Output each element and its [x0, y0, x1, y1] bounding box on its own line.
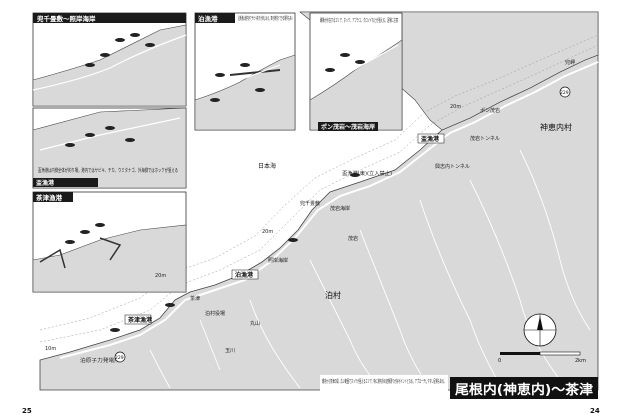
inset-title: 盃漁港 — [36, 179, 55, 187]
svg-text:2km: 2km — [575, 358, 586, 364]
fish-icon — [110, 173, 360, 332]
inset-note: 盃漁港は内側全体が釣り場。港内ではサビキ、チカ、ウミタナゴ、外海側ではホッケが狙… — [38, 167, 178, 174]
depth-label: 20m — [262, 229, 273, 235]
place-moiwa: 茂岩 — [348, 235, 358, 242]
fish-icon — [85, 33, 155, 67]
svg-text:尾根内(神恵内)〜茶津: 尾根内(神恵内)〜茶津 — [455, 382, 593, 398]
place-kabuto-senjojiki: 兜千畳敷 — [300, 200, 320, 207]
inset-title: 泊漁港 — [198, 14, 218, 23]
inset-kabuto-senjojiki: 兜千畳敷〜照岸海岸 — [32, 12, 187, 107]
svg-text:229: 229 — [560, 90, 569, 96]
depth-label: 10m — [45, 346, 56, 352]
route-shield-icon: 229 — [559, 86, 571, 98]
depth-contours — [39, 34, 599, 343]
inset-tomari: 泊漁港 泊漁港は港内外でサビキ釣りが楽しめる。車を横付けできる場所も多い — [194, 12, 296, 131]
place-okishinai-tunnel: 興志内トンネル — [435, 163, 470, 170]
place-kabuto-misaki: 兜岬 — [565, 59, 575, 66]
inset-sakazuki: 盃漁港 盃漁港は内側全体が釣り場。港内ではサビキ、チカ、ウミタナゴ、外海側ではホ… — [32, 107, 187, 189]
place-sakazuki-east: 盃漁港(東)(立入禁止) — [342, 170, 392, 177]
svg-text:盃漁港: 盃漁港 — [421, 135, 440, 143]
label-tomari-port: 泊漁港 — [231, 269, 259, 280]
inset-title: ポン茂岩〜茂岩海岸 — [321, 123, 375, 131]
inset-note: 泊漁港は港内外でサビキ釣りが楽しめる。車を横付けできる場所も多い — [238, 15, 293, 22]
place-village-office: 泊村役場 — [205, 310, 225, 317]
place-power-plant: 泊原子力発電所 — [80, 357, 120, 364]
inset-pon-moiwa: 磯場が点在するエリア。ホッケ、アブラコ、クロソイなどが狙える。足場に注意 ポン茂… — [309, 12, 403, 131]
label-chatsu-port: 茶津漁港 — [124, 314, 153, 325]
village-tomari: 泊村 — [325, 290, 341, 300]
village-kamoenai: 神恵内村 — [540, 122, 572, 132]
svg-text:珊内から茶津の間、広い範囲でホッケが狙えるエリア。特に港内外: 珊内から茶津の間、広い範囲でホッケが狙えるエリア。特に港内外の岩場周りが好ポイン… — [322, 378, 446, 385]
page-title: 尾根内(神恵内)〜茶津 — [450, 377, 598, 399]
fish-icon — [210, 63, 265, 102]
svg-text:茶津漁港: 茶津漁港 — [127, 316, 153, 324]
page-number-right: 24 — [590, 407, 600, 415]
inset-chatsu: 茶津漁港 — [32, 191, 187, 293]
river-lines — [149, 149, 591, 389]
place-chatsu: 茶津 — [190, 295, 200, 302]
place-teruki: 照岸海岸 — [268, 257, 288, 264]
compass-icon — [523, 313, 557, 347]
sea-label: 日本海 — [258, 162, 276, 170]
place-maruyama: 丸山 — [250, 320, 260, 327]
depth-label: 20m — [450, 104, 461, 110]
fish-icon — [65, 126, 135, 147]
fish-icon — [65, 223, 105, 244]
page-number-left: 25 — [22, 407, 32, 415]
place-tamagawa: 玉川 — [225, 348, 235, 354]
description-box: 珊内から茶津の間、広い範囲でホッケが狙えるエリア。特に港内外の岩場周りが好ポイン… — [320, 375, 448, 399]
inset-title: 兜千畳敷〜照岸海岸 — [37, 14, 96, 23]
svg-text:泊漁港: 泊漁港 — [235, 271, 254, 279]
svg-text:229: 229 — [115, 355, 124, 361]
inset-note: 磯場が点在するエリア。ホッケ、アブラコ、クロソイなどが狙える。足場に注意 — [320, 17, 398, 24]
route-shield-icon: 229 — [114, 351, 126, 363]
place-pon-moiwa: ポン茂岩 — [480, 107, 500, 114]
coastal-road — [59, 61, 599, 359]
place-moiwa-coast: 茂岩海岸 — [330, 205, 350, 212]
label-sakazuki-port: 盃漁港 — [417, 133, 445, 144]
inset-title: 茶津漁港 — [35, 193, 63, 202]
scale-bar: 0 2km — [498, 351, 586, 364]
depth-label: 20m — [155, 273, 166, 279]
place-moiwa-tunnel: 茂岩トンネル — [470, 135, 500, 142]
svg-text:0: 0 — [498, 358, 501, 364]
fish-icon — [325, 53, 365, 72]
